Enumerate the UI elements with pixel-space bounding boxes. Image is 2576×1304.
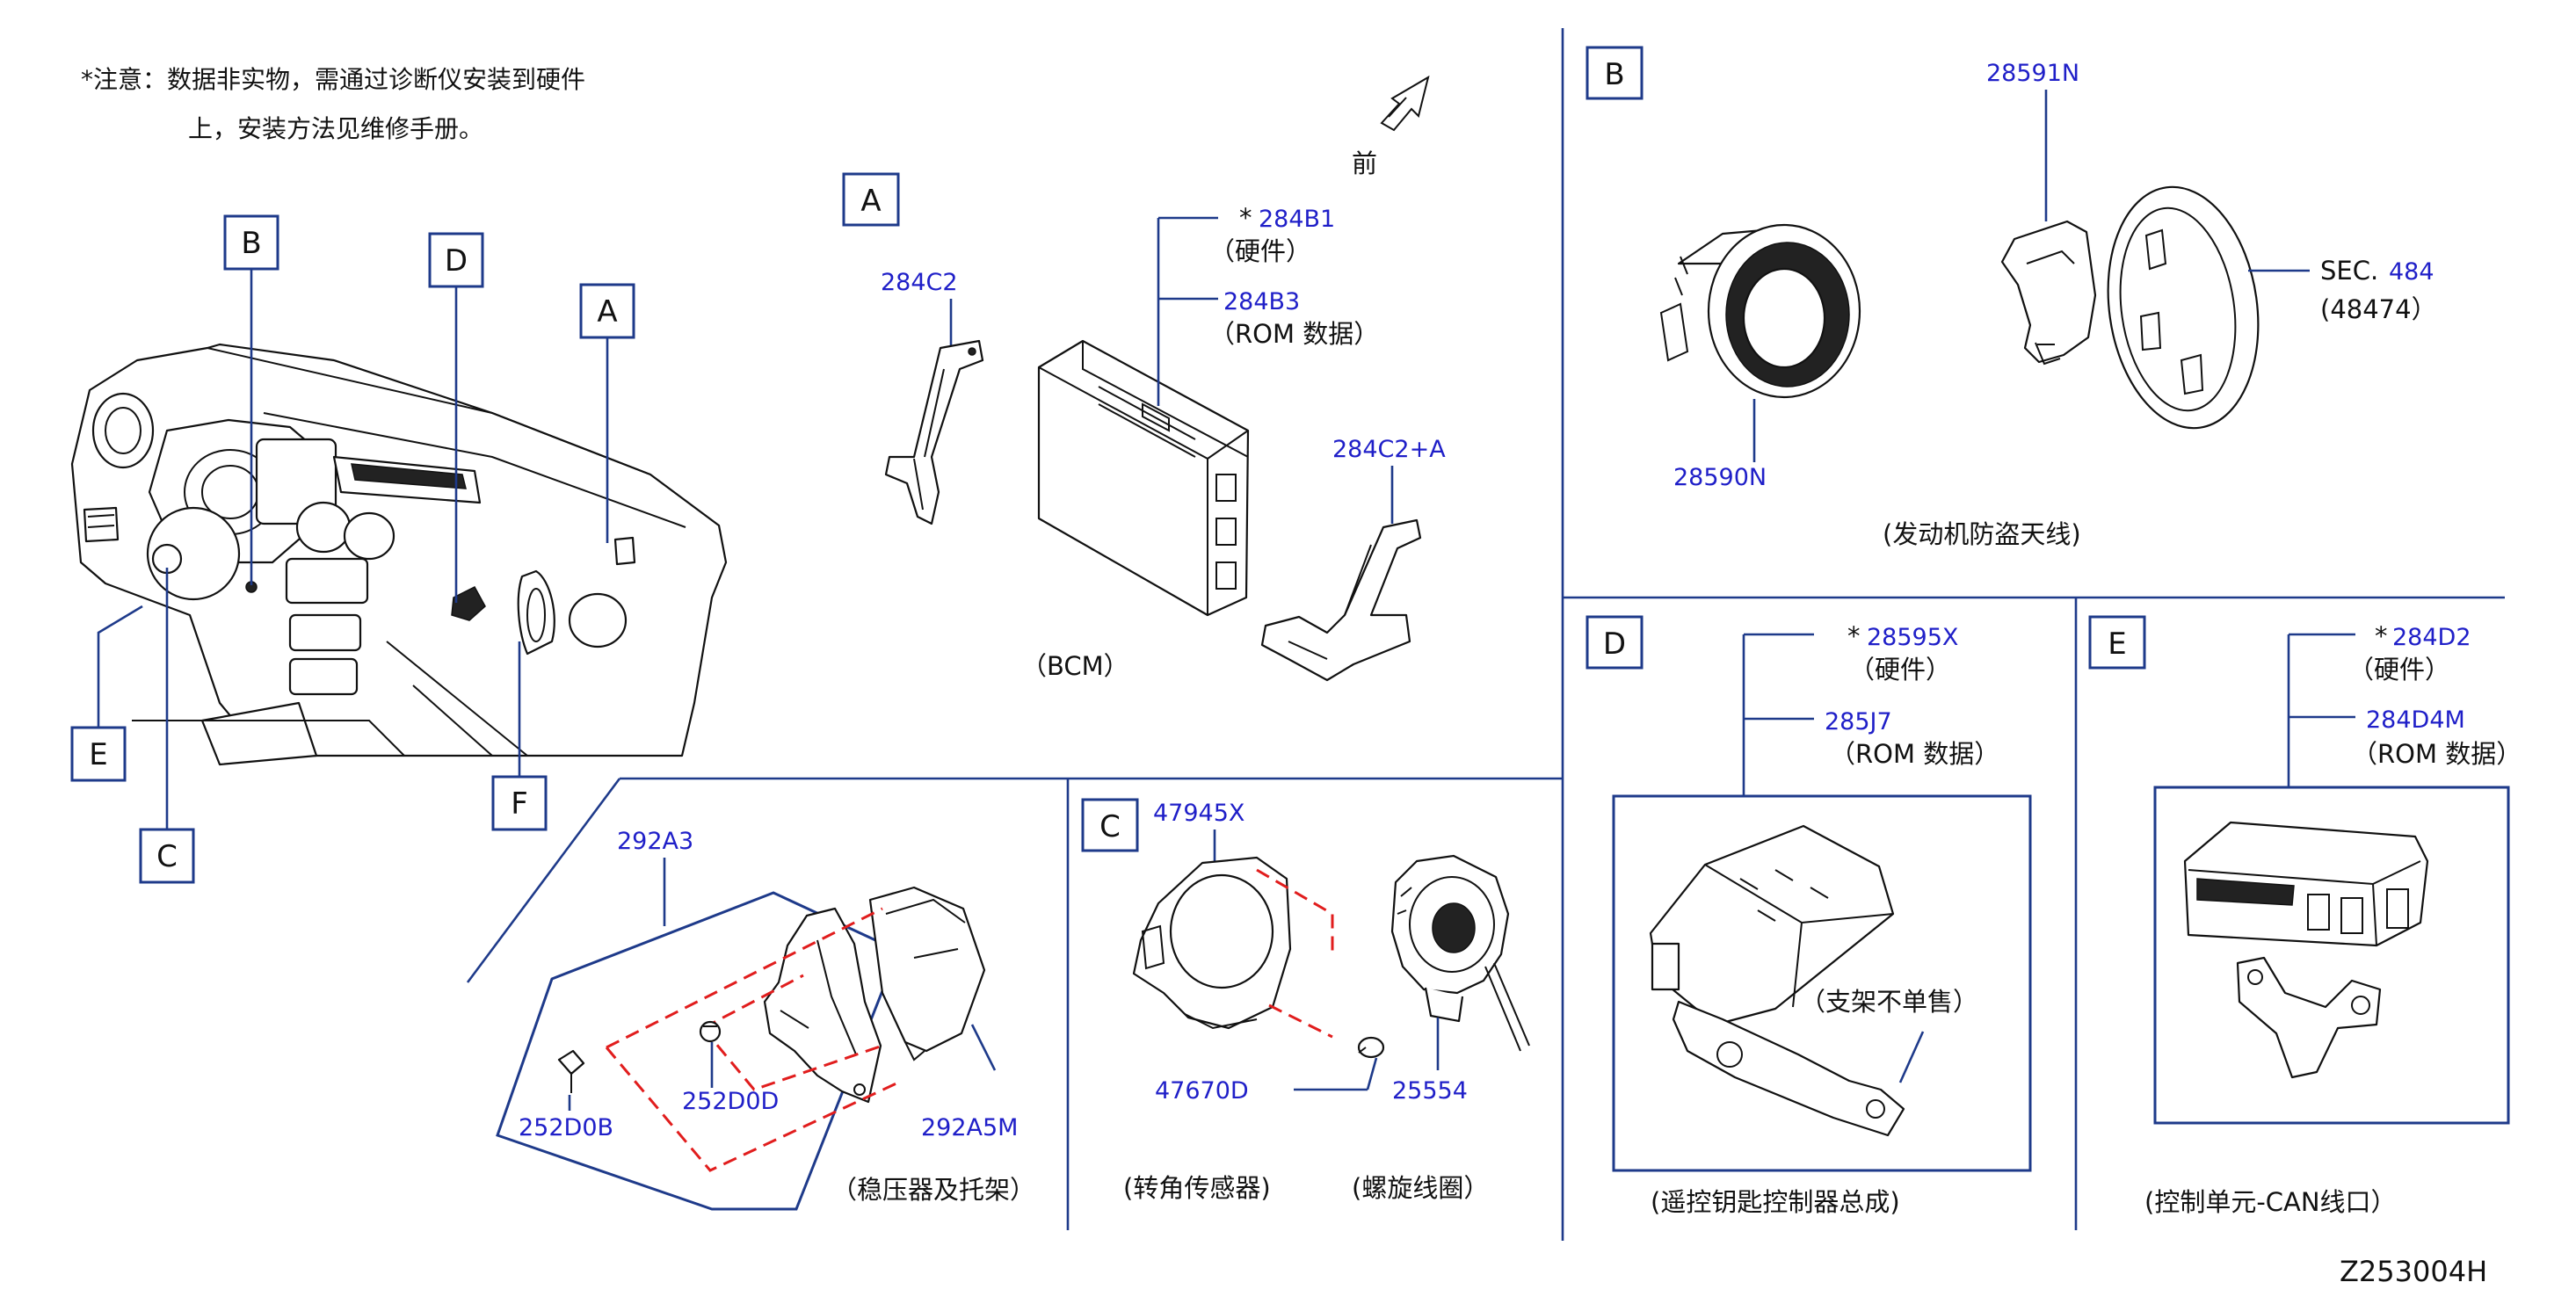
callout-box-c: C (139, 828, 195, 884)
svg-text:A: A (860, 184, 881, 219)
overview-callout-lines (97, 269, 609, 829)
part-285j7: 285J7 (1825, 708, 1892, 735)
column-cover (2107, 185, 2260, 430)
can-gateway-unit (2183, 821, 2429, 947)
part-252d0b: 252D0B (519, 1114, 613, 1141)
part-47670d: 47670D (1155, 1077, 1249, 1105)
keyless-controller (1649, 824, 1905, 1137)
part-47945x: 47945X (1153, 800, 1244, 827)
part-28591n: 28591N (1986, 60, 2079, 87)
caption-immobilizer-antenna: (发动机防盗天线) (1883, 519, 2081, 549)
svg-text:A: A (597, 294, 617, 330)
part-284d2-desc: （硬件） (2348, 655, 2450, 685)
svg-text:D: D (1603, 627, 1626, 662)
bracket-284c2-a (1260, 518, 1422, 682)
bracket-284c2 (884, 339, 984, 525)
part-284b3: 284B3 (1223, 288, 1300, 315)
keyless-controller-frame (1612, 794, 2032, 1172)
front-arrow-icon (1380, 75, 1430, 132)
callout-box-b: B (223, 214, 279, 271)
sec-number: 484 (2389, 258, 2435, 286)
sec-label: SEC. (2320, 256, 2378, 286)
part-25554: 25554 (1392, 1077, 1468, 1105)
part-252d0d: 252D0D (682, 1088, 779, 1115)
caption-regulator: （稳压器及托架） (831, 1175, 1035, 1205)
caption-spiral-cable: (螺旋线圈） (1352, 1173, 1489, 1203)
section-b-letter-box: B (1586, 46, 1644, 100)
antenna-ring-28590n (1659, 223, 1861, 399)
part-285j7-desc: （ROM 数据） (1830, 739, 1999, 769)
can-gateway-frame (2153, 786, 2510, 1125)
bracket-not-sold-note: （支架不单售） (1800, 987, 1978, 1017)
regulator-group-outline (496, 891, 900, 1211)
caption-can-gateway: (控制单元-CAN线口） (2144, 1187, 2397, 1217)
part-28595x-desc: （硬件） (1849, 655, 1951, 685)
svg-text:C: C (156, 839, 178, 874)
dashboard-illustration (70, 343, 728, 766)
part-292a5m: 292A5M (921, 1114, 1018, 1141)
callout-box-a: A (579, 283, 635, 339)
section-d-letter-box: D (1586, 615, 1644, 670)
part-284b1: 284B1 (1259, 206, 1335, 233)
sec-sub: (48474） (2320, 294, 2437, 324)
svg-text:E: E (89, 737, 107, 772)
callout-box-d: D (428, 232, 484, 288)
note-line-1: *注意：数据非实物，需通过诊断仪安装到硬件 (81, 65, 585, 94)
spiral-cable (1390, 854, 1530, 1052)
regulator-assembly-dash (605, 907, 899, 1172)
caption-bcm: （BCM） (1021, 651, 1129, 681)
part-28595x-star: * (1847, 621, 1861, 651)
screw-47670d (1357, 1036, 1385, 1059)
part-284b3-desc: （ROM 数据） (1209, 319, 1379, 349)
callout-box-e: E (70, 726, 127, 782)
regulator-292a5m (868, 886, 986, 1061)
svg-text:E: E (2108, 627, 2126, 662)
caption-steering-sensor: (转角传感器) (1123, 1173, 1271, 1203)
caption-keyless-controller: (遥控钥匙控制器总成) (1651, 1187, 1900, 1217)
part-284d4m-desc: （ROM 数据） (2352, 739, 2522, 769)
section-e-letter-box: E (2088, 615, 2146, 670)
bcm-unit (1037, 339, 1250, 617)
svg-text:C: C (1099, 809, 1121, 844)
sensor-assembly-dash (1256, 868, 1334, 1039)
part-284d2-star: * (2375, 621, 2388, 651)
part-284d2: 284D2 (2392, 624, 2471, 651)
svg-text:B: B (241, 226, 261, 261)
svg-text:B: B (1604, 57, 1624, 92)
regulator-bracket (763, 907, 882, 1104)
steering-angle-sensor (1132, 856, 1292, 1030)
clip-252d0d (699, 1020, 722, 1043)
svg-text:F: F (511, 786, 528, 822)
can-gateway-bracket (2236, 956, 2382, 1079)
screw-252d0b (557, 1049, 585, 1093)
section-c-letter-box: C (1081, 798, 1139, 852)
section-dividers (466, 28, 2505, 1241)
part-292a3: 292A3 (617, 828, 693, 855)
note-line-2: 上，安装方法见维修手册。 (188, 114, 483, 143)
part-284b1-desc: （硬件） (1209, 236, 1311, 266)
clip-28591n (2000, 220, 2097, 366)
svg-text:D: D (445, 243, 468, 279)
callout-box-f: F (491, 775, 548, 831)
part-284d4m: 284D4M (2366, 706, 2465, 734)
section-a-letter-box: A (842, 172, 900, 227)
part-28595x: 28595X (1867, 624, 1958, 651)
part-28590n: 28590N (1673, 464, 1767, 491)
figure-id: Z253004H (2340, 1255, 2487, 1288)
part-284b1-star: * (1239, 203, 1252, 233)
part-284c2: 284C2 (881, 269, 958, 296)
part-284c2-a: 284C2+A (1332, 436, 1446, 463)
front-label: 前 (1352, 149, 1377, 178)
